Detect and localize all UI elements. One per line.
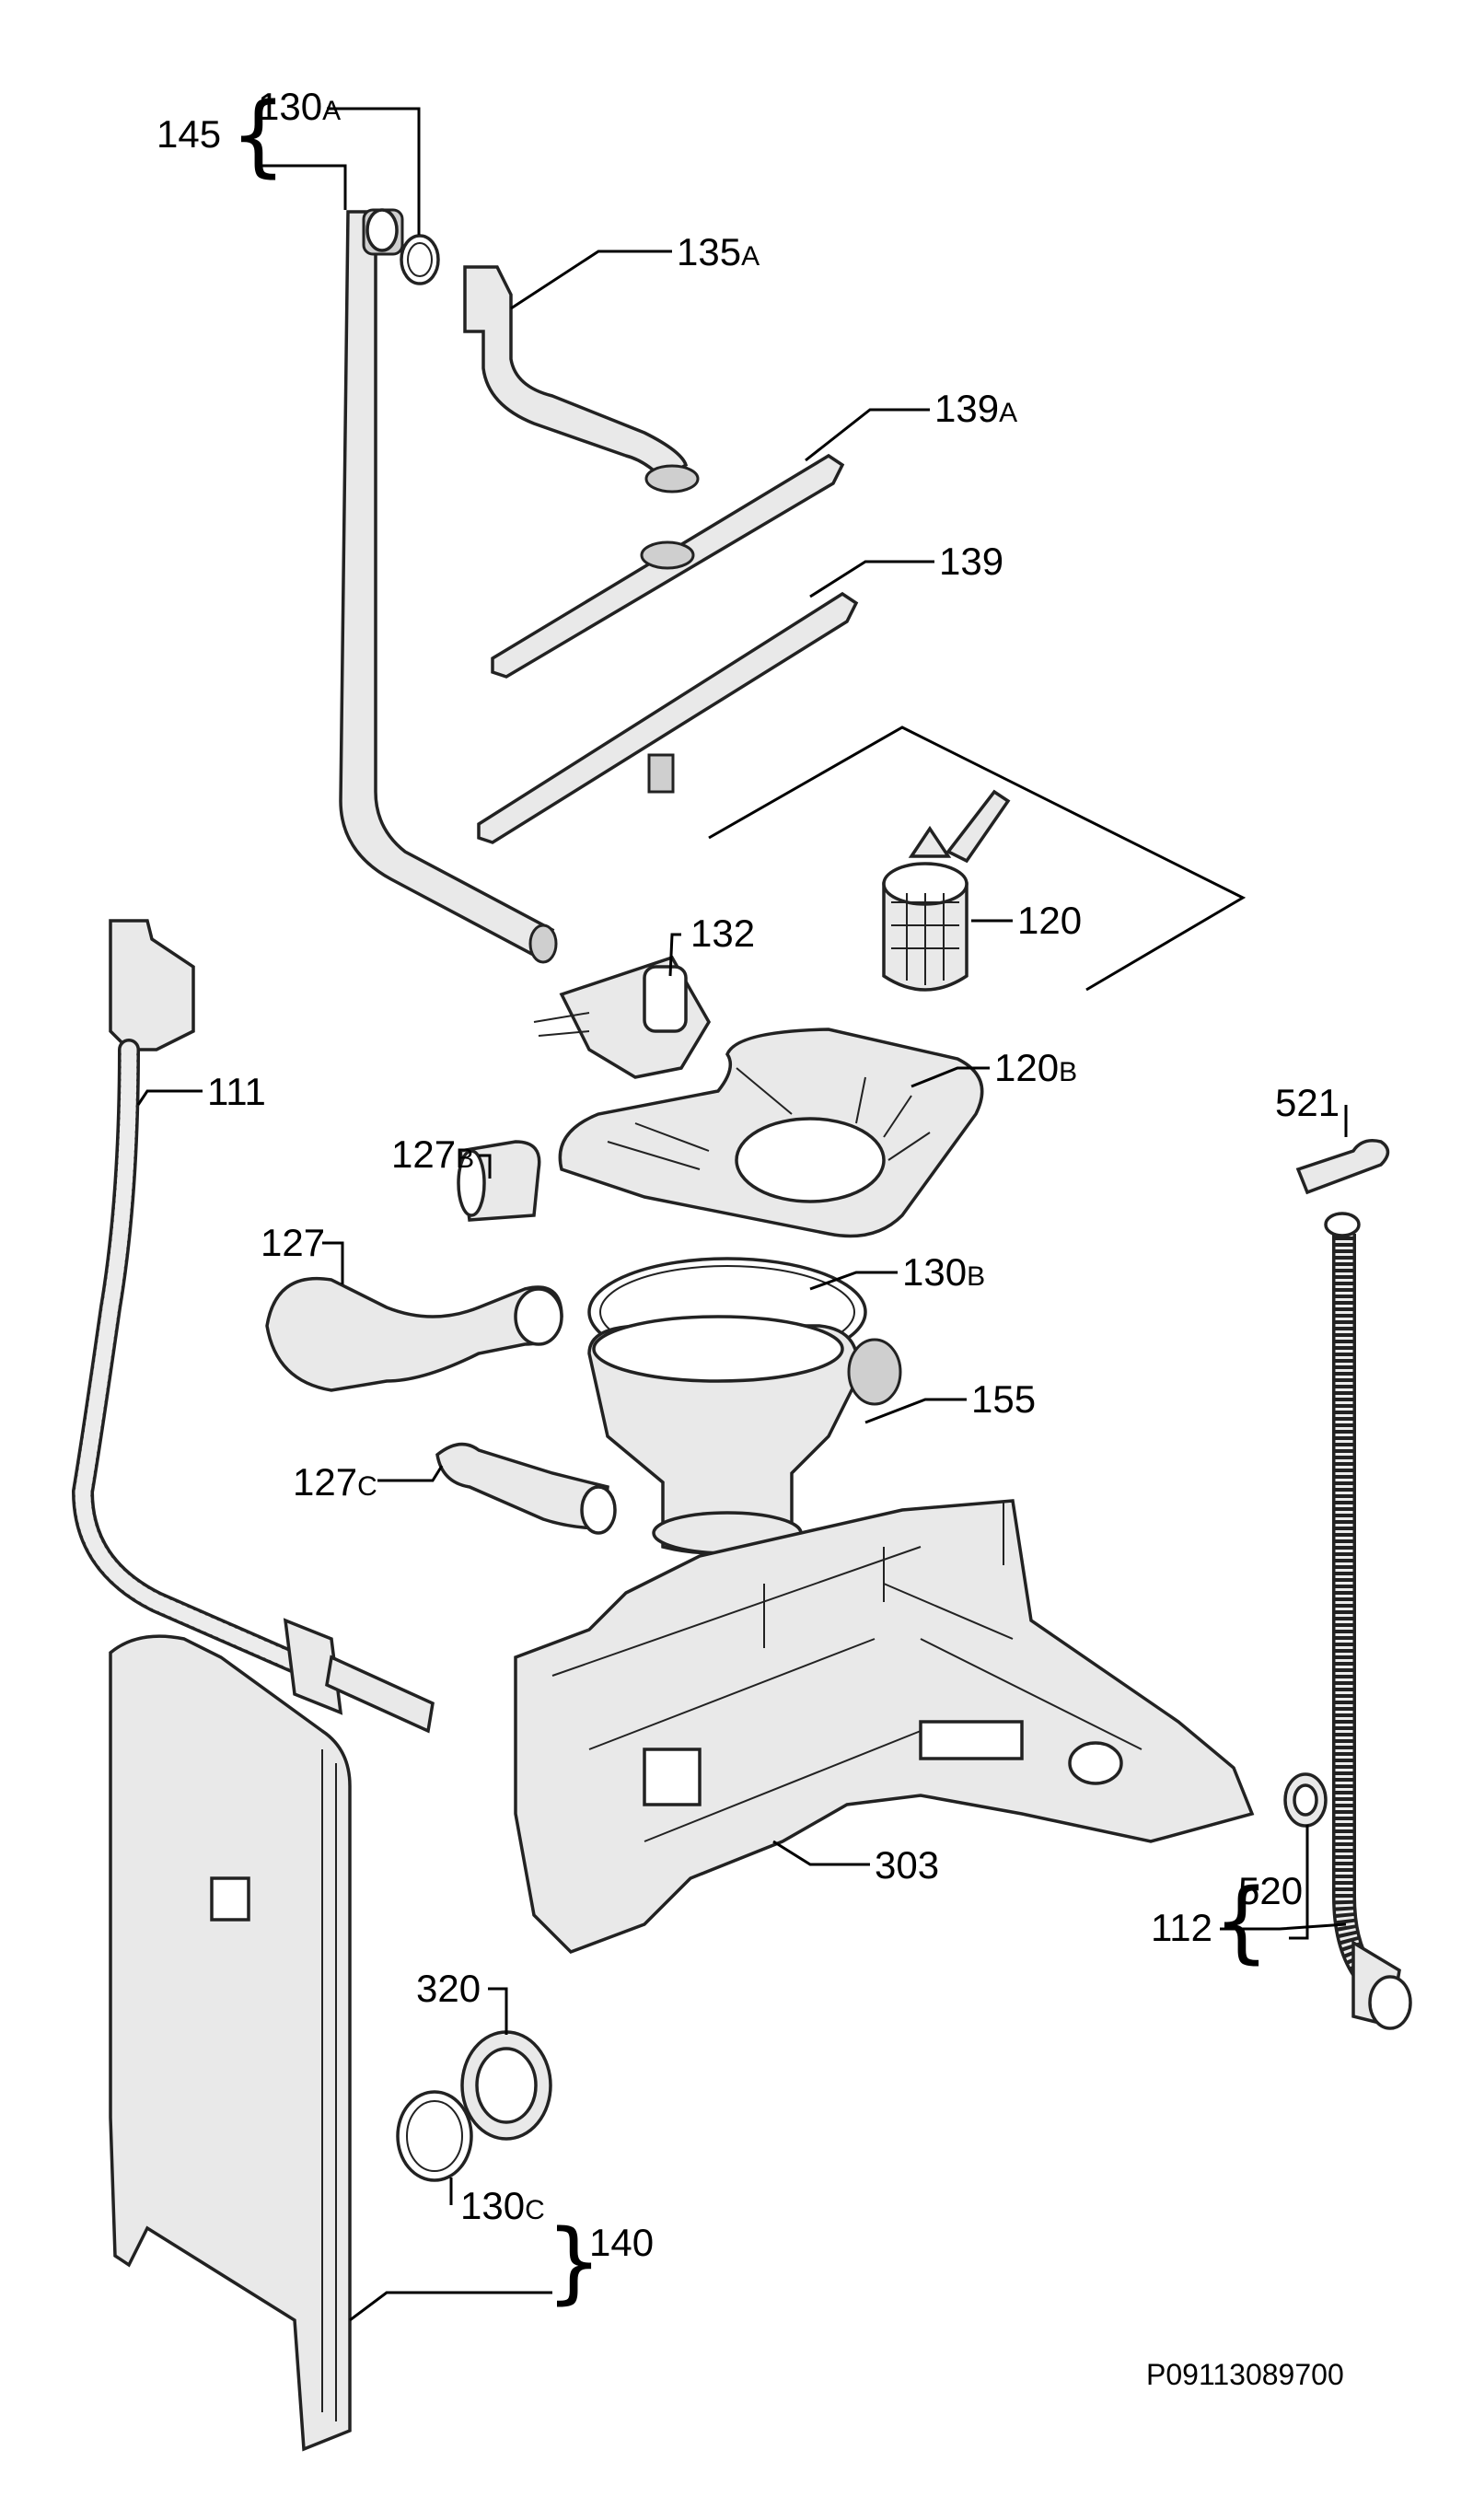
housing-140 <box>109 1634 352 2452</box>
drain-hose-112 <box>1295 1139 1412 2030</box>
conduit-135a <box>463 265 700 494</box>
inlet-hose-111 <box>71 919 435 1734</box>
o-ring-130a <box>400 234 440 285</box>
spray-arm-139 <box>477 591 859 844</box>
label-120b: 120B <box>994 1046 1077 1089</box>
brace-112: { <box>1213 1870 1270 1973</box>
label-303: 303 <box>875 1843 939 1887</box>
label-520: 520 <box>1238 1869 1303 1912</box>
grommet-520 <box>1283 1772 1328 1828</box>
hose-127 <box>265 1276 563 1392</box>
valve-132 <box>533 955 712 1079</box>
label-139a: 139A <box>934 387 1017 430</box>
sump-155 <box>587 1315 902 1555</box>
label-127c: 127C <box>293 1460 377 1504</box>
label-140: 140 <box>589 2221 654 2264</box>
label-127: 127 <box>261 1221 325 1264</box>
label-521: 521 <box>1275 1081 1340 1124</box>
spray-pipe-145 <box>339 208 558 964</box>
label-145: 145 <box>157 112 221 156</box>
label-130b: 130B <box>902 1250 985 1294</box>
base-frame-303 <box>514 1499 1255 1955</box>
o-ring-130c <box>396 2090 473 2182</box>
brace-140: } <box>546 2211 602 2314</box>
hose-piece-127b <box>457 1140 541 1222</box>
label-155: 155 <box>971 1377 1036 1421</box>
label-135a: 135A <box>677 230 760 273</box>
filter-plate-120b <box>558 1028 984 1238</box>
label-320: 320 <box>416 1967 481 2010</box>
leader-lines <box>136 107 1348 2322</box>
label-120: 120 <box>1017 899 1082 942</box>
label-132: 132 <box>690 912 755 955</box>
braces: { { } <box>230 84 1270 2314</box>
label-130a: 130A <box>258 85 341 128</box>
label-111: 111 <box>207 1070 266 1113</box>
label-127b: 127B <box>391 1132 474 1176</box>
filter-120 <box>882 789 1011 992</box>
label-112: 112 <box>1151 1906 1212 1949</box>
seal-320 <box>460 2030 552 2141</box>
brace-145: { <box>230 84 286 187</box>
hose-127c <box>435 1442 617 1535</box>
drawing-code: P09113089700 <box>1146 2358 1344 2391</box>
spray-arm-139a <box>491 453 845 679</box>
part-labels: 145 130A 135A 139A 139 120 132 120B 111 … <box>157 85 1340 2264</box>
label-139: 139 <box>939 540 1003 583</box>
label-130c: 130C <box>460 2184 545 2227</box>
filter-bracket-lines <box>708 726 1247 992</box>
